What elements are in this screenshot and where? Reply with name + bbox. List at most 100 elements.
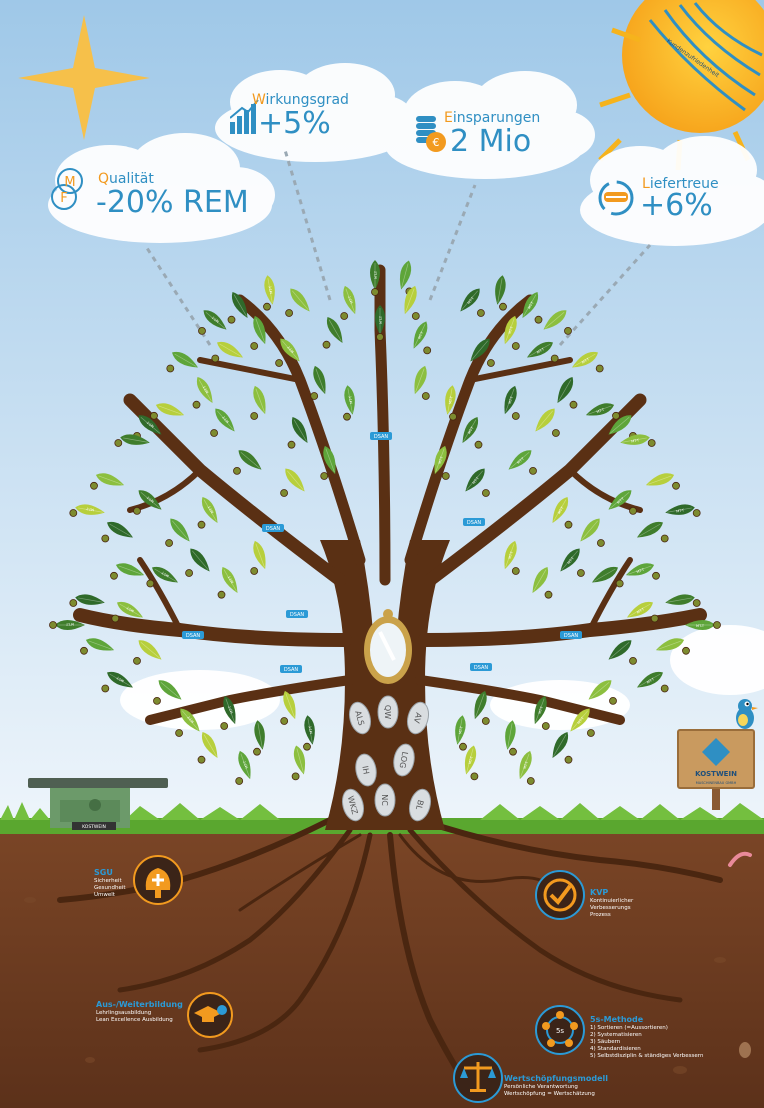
leaf-bud	[280, 717, 289, 725]
leaf: MT-T	[465, 468, 485, 492]
branch-label: DSAN	[286, 610, 308, 618]
leaf-label: MT-T	[616, 496, 625, 505]
leaf	[592, 566, 618, 583]
root-5s: 5s-Methode 1) Sortieren (=Aussortieren) …	[590, 1015, 720, 1060]
leaf-label: MT-T	[467, 296, 476, 305]
svg-text:DSAN: DSAN	[290, 612, 305, 618]
leaf	[201, 732, 218, 758]
leaf-bud	[150, 411, 158, 420]
tree-trunk	[320, 540, 450, 830]
bar-chart-icon	[229, 96, 260, 140]
machine-image: KOSTWEIN	[28, 778, 168, 830]
leaf-label: MT-T	[374, 270, 378, 279]
leaf: MT-T	[685, 620, 715, 630]
leaf-bud	[69, 599, 78, 607]
leaf-bud	[80, 646, 88, 655]
leaf	[588, 680, 612, 700]
soil	[0, 830, 764, 1108]
leaf	[283, 690, 296, 720]
root-line: 5) Selbstdisziplin & ständiges Verbesser…	[590, 1053, 704, 1059]
leaf-bud	[185, 569, 194, 577]
root-line: 2) Systematisieren	[590, 1032, 642, 1038]
leaf-label: MT-T	[160, 570, 170, 578]
leaf-bud	[459, 742, 467, 751]
leaf	[414, 365, 427, 395]
leaf-bud	[310, 392, 319, 400]
stone-label: QW	[377, 695, 399, 729]
leaf	[115, 563, 145, 576]
mirror	[364, 609, 412, 684]
leaf	[285, 468, 305, 492]
leaf: MT-T	[462, 417, 479, 443]
leaf-bud	[597, 539, 605, 547]
leaf: MT-T	[527, 341, 553, 358]
leaf	[608, 415, 632, 435]
leaf-label: MT-T	[438, 455, 445, 465]
quality-icon: M F	[50, 165, 90, 213]
leaf	[532, 567, 549, 593]
svg-text:DSAN: DSAN	[467, 520, 482, 526]
leaf-bud	[320, 472, 329, 480]
leaf-bud	[423, 346, 432, 355]
leaf-bud	[534, 315, 543, 324]
stone-text: AV	[412, 712, 424, 725]
leaf-bud	[470, 772, 479, 781]
leaf: MT-T	[570, 708, 590, 732]
leaf-bud	[511, 412, 520, 420]
leaf-bud	[660, 684, 669, 693]
leaf-label: MT-T	[227, 704, 234, 714]
leaf-bud	[682, 646, 690, 655]
leaf	[655, 638, 685, 651]
leaf: MT-T	[434, 445, 447, 475]
leaf: MT-T	[107, 671, 133, 688]
leaf	[217, 341, 243, 358]
metric-label: Wirkungsgrad	[252, 92, 349, 108]
leaf: MT-T	[304, 715, 315, 745]
leaf-bud	[175, 729, 184, 737]
svg-text:DSAN: DSAN	[266, 526, 281, 532]
leaf	[158, 680, 182, 700]
leaf-bud	[650, 614, 659, 623]
leaf	[470, 338, 490, 362]
leaf-bud	[153, 697, 161, 705]
leaf-bud	[692, 509, 701, 517]
leaf-bud	[660, 534, 669, 543]
leaf: MT-T	[201, 497, 218, 523]
leaf	[535, 408, 555, 432]
leaf: MT-T	[75, 504, 105, 515]
leaf-label: MT-T	[646, 677, 656, 685]
stone-label: IH	[355, 753, 377, 787]
cloud-wirkungsgrad	[215, 63, 415, 162]
branch-label: DSAN	[470, 663, 492, 671]
leaf-bud	[511, 567, 520, 575]
branch-label: DSAN	[370, 432, 392, 440]
leaf	[231, 292, 248, 318]
leaf-label: MT-T	[146, 420, 155, 429]
root-title: 5s-Methode	[590, 1015, 644, 1024]
leaf: MT-T	[665, 504, 695, 515]
leaf-bud	[165, 539, 174, 547]
root-line: Kontinuierlicher	[590, 898, 634, 904]
root-aus-weiterbildung: Aus-/Weiterbildung Lehrlingsausbildung L…	[96, 1000, 196, 1024]
leaf: MT-T	[620, 434, 650, 445]
leaf-bud	[499, 302, 507, 311]
five-s-icon: 5s	[535, 1005, 585, 1055]
metric-value: 2 Mio	[450, 124, 532, 159]
leaf-bud	[227, 315, 236, 324]
leaf-bud	[376, 333, 384, 341]
leaf	[399, 260, 412, 290]
leaf-label: MT-T	[538, 705, 545, 715]
leaf-label: MT-T	[85, 506, 94, 511]
metric-label: Einsparungen	[444, 110, 541, 126]
leaf-bud	[544, 590, 553, 599]
metric-connectors	[143, 149, 652, 347]
leaf-bud	[371, 288, 379, 296]
leaf: MT-T	[627, 601, 653, 618]
leaf-bud	[629, 657, 637, 665]
root-line: Prozess	[590, 912, 611, 918]
svg-text:KOSTWEIN: KOSTWEIN	[695, 770, 737, 778]
leaf	[543, 310, 567, 330]
leaf-bud	[133, 657, 141, 665]
leaf-label: MT-T	[458, 725, 463, 734]
